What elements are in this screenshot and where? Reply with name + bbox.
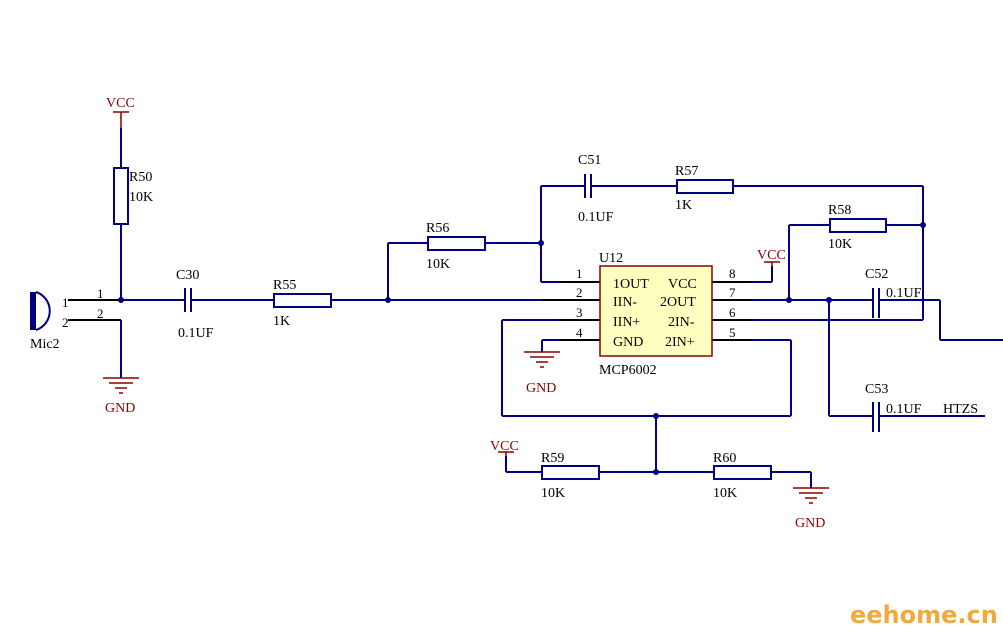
vcc-label-ic: VCC	[757, 248, 786, 263]
r55-body	[273, 293, 332, 308]
r58-designator: R58	[828, 203, 851, 218]
r59-designator: R59	[541, 451, 564, 466]
vcc-symbol-r50	[113, 111, 129, 128]
c52-body	[872, 288, 880, 318]
r58-value: 10K	[828, 237, 852, 252]
r56-body	[427, 236, 486, 251]
u12-part: MCP6002	[599, 363, 657, 378]
ic-pin-num-8: 8	[729, 266, 736, 281]
c51-body	[584, 174, 592, 198]
mic-designator: Mic2	[30, 337, 60, 352]
c52-designator: C52	[865, 267, 888, 282]
mic-wire-num-1: 1	[97, 286, 104, 301]
ic-pin-name-5: 2IN+	[665, 335, 695, 350]
c53-designator: C53	[865, 382, 888, 397]
c51-value: 0.1UF	[578, 210, 614, 225]
r50-designator: R50	[129, 170, 152, 185]
ic-pin-name-6: 2IN-	[668, 315, 695, 330]
vcc-label-r59: VCC	[490, 439, 519, 454]
c30-designator: C30	[176, 268, 199, 283]
r60-value: 10K	[713, 486, 737, 501]
ic-pin-name-8: VCC	[668, 277, 697, 292]
r57-body	[676, 179, 734, 194]
vcc-symbol-ic	[764, 261, 780, 266]
r59-body	[541, 465, 600, 480]
microphone-symbol	[30, 291, 51, 331]
gnd-label-mic: GND	[105, 401, 135, 416]
ic-pin-num-7: 7	[729, 285, 736, 300]
c52-value: 0.1UF	[886, 286, 922, 301]
net-label-htzs: HTZS	[943, 402, 978, 417]
ic-pin-name-1: 1OUT	[613, 277, 649, 292]
ic-pin-name-3: IIN+	[613, 315, 640, 330]
r55-designator: R55	[273, 278, 296, 293]
r57-designator: R57	[675, 164, 698, 179]
gnd-symbol-mic	[103, 377, 139, 394]
c30-value: 0.1UF	[178, 326, 214, 341]
ic-pin-num-5: 5	[729, 325, 736, 340]
vcc-symbol-r59	[498, 451, 514, 456]
ic-pin-num-4: 4	[576, 325, 583, 340]
mic-pin-1: 1	[62, 295, 69, 310]
ic-pin-name-2: IIN-	[613, 295, 637, 310]
r57-value: 1K	[675, 198, 692, 213]
c51-designator: C51	[578, 153, 601, 168]
c30-body	[184, 288, 192, 312]
mic-wire-num-2: 2	[97, 306, 104, 321]
r59-value: 10K	[541, 486, 565, 501]
c53-value: 0.1UF	[886, 402, 922, 417]
vcc-label-r50: VCC	[106, 96, 135, 111]
ic-pin-num-1: 1	[576, 266, 583, 281]
r56-designator: R56	[426, 221, 449, 236]
c53-body	[872, 402, 880, 432]
ic-pin-num-2: 2	[576, 285, 583, 300]
watermark: eehome.cn	[850, 601, 998, 629]
gnd-symbol-ic	[524, 351, 560, 368]
ic-pin-name-7: 2OUT	[660, 295, 696, 310]
mic-pin-2: 2	[62, 315, 69, 330]
r56-value: 10K	[426, 257, 450, 272]
ic-pin-num-3: 3	[576, 305, 583, 320]
r60-designator: R60	[713, 451, 736, 466]
gnd-label-ic: GND	[526, 381, 556, 396]
r50-value: 10K	[129, 190, 153, 205]
gnd-symbol-r60	[793, 487, 829, 504]
r55-value: 1K	[273, 314, 290, 329]
junctions	[118, 222, 926, 475]
gnd-label-r60: GND	[795, 516, 825, 531]
ic-pin-num-6: 6	[729, 305, 736, 320]
wires	[68, 128, 1003, 488]
r60-body	[713, 465, 772, 480]
r58-body	[829, 218, 887, 233]
r50-body	[113, 167, 129, 225]
ic-pin-name-4: GND	[613, 335, 643, 350]
u12-body	[599, 265, 713, 357]
u12-designator: U12	[599, 251, 623, 266]
